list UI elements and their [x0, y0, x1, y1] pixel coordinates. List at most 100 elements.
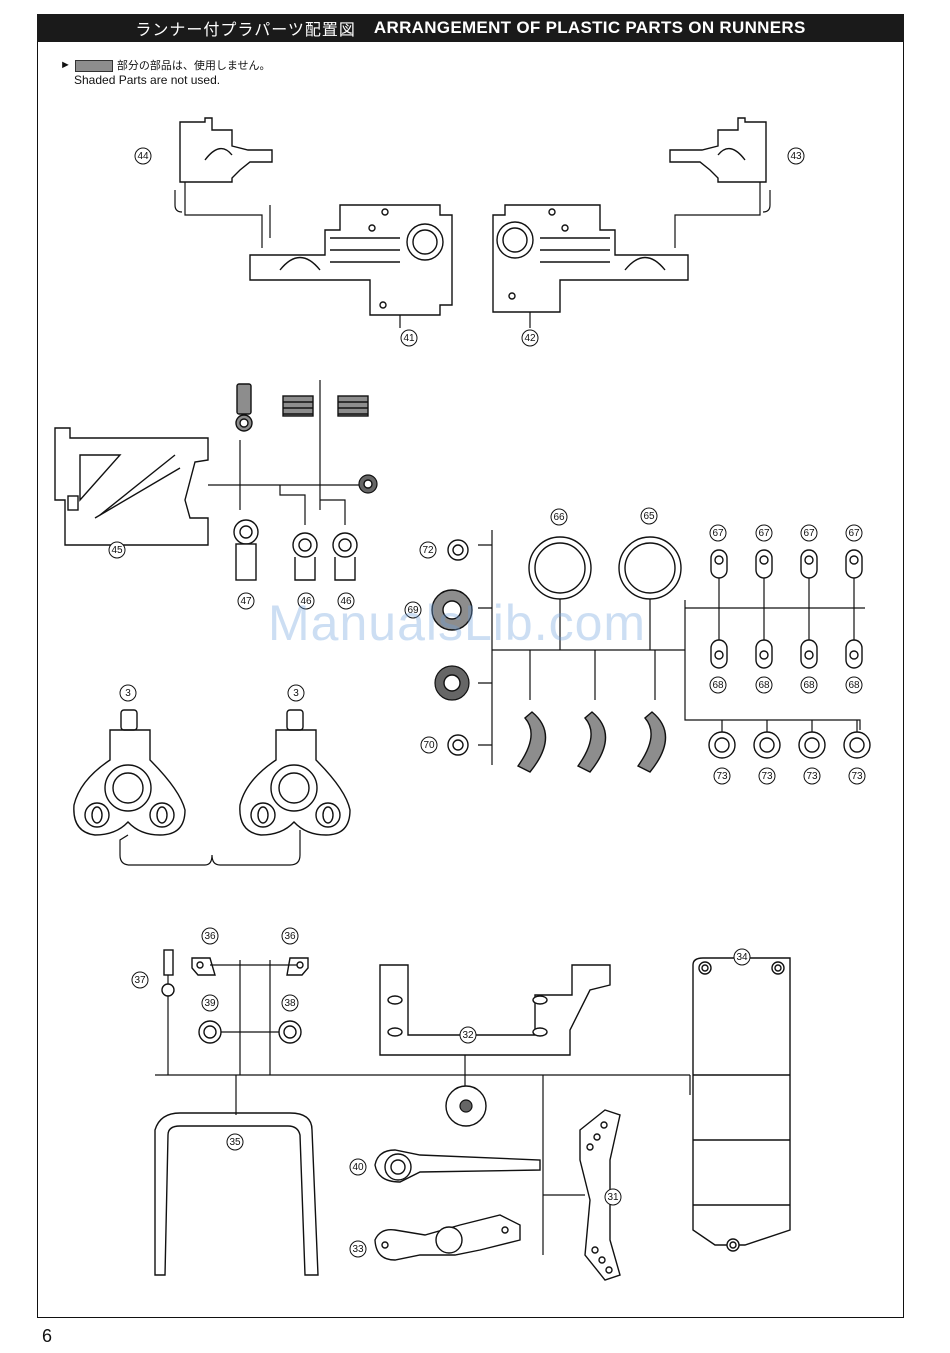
part-number-label: 68	[710, 677, 726, 693]
part-number-text: 38	[284, 998, 296, 1009]
runner-group-41-44	[175, 118, 770, 328]
part-number-label: 41	[401, 330, 417, 346]
part-number-label: 46	[338, 593, 354, 609]
part-number-text: 68	[712, 680, 724, 691]
part-number-text: 73	[851, 771, 863, 782]
part-number-text: 68	[758, 680, 770, 691]
runner-group-45-47	[55, 380, 377, 580]
part-43	[670, 118, 766, 182]
part-34	[693, 958, 790, 1245]
part-number-text: 46	[300, 596, 312, 607]
part-47	[234, 520, 258, 580]
part-number-text: 65	[643, 511, 655, 522]
runner-group-31-40	[155, 950, 790, 1280]
part-number-text: 41	[403, 333, 415, 344]
part-number-text: 73	[716, 771, 728, 782]
part-number-text: 3	[125, 688, 131, 699]
part-number-label: 73	[804, 768, 820, 784]
part-number-text: 43	[790, 151, 802, 162]
part-42	[493, 205, 688, 312]
part-number-label: 3	[120, 685, 136, 701]
part-number-text: 40	[352, 1162, 364, 1173]
part-number-label: 37	[132, 972, 148, 988]
part-number-text: 68	[848, 680, 860, 691]
part-32	[380, 965, 610, 1055]
part-46a	[293, 533, 317, 580]
part-number-text: 67	[758, 528, 770, 539]
part-number-label: 32	[460, 1027, 476, 1043]
part-number-label: 65	[641, 508, 657, 524]
part-number-label: 34	[734, 949, 750, 965]
part-number-text: 68	[803, 680, 815, 691]
part-number-label: 35	[227, 1134, 243, 1150]
part-shaded-spring-2	[338, 396, 368, 416]
part-number-text: 67	[712, 528, 724, 539]
part-3-right	[240, 710, 350, 835]
part-number-label: 67	[801, 525, 817, 541]
part-number-label: 68	[756, 677, 772, 693]
part-number-label: 70	[421, 737, 437, 753]
part-arc-3	[638, 712, 666, 772]
part-number-label: 36	[282, 928, 298, 944]
runner-group-65-73	[432, 530, 870, 772]
part-number-label: 45	[109, 542, 125, 558]
part-number-text: 73	[761, 771, 773, 782]
part-number-label: 67	[756, 525, 772, 541]
part-number-text: 42	[524, 333, 536, 344]
part-number-label: 42	[522, 330, 538, 346]
part-number-label: 67	[846, 525, 862, 541]
part-arc-2	[578, 712, 606, 772]
part-number-text: 67	[848, 528, 860, 539]
part-number-text: 35	[229, 1137, 241, 1148]
part-shaded-spring-1	[283, 396, 313, 416]
part-number-text: 70	[423, 740, 435, 751]
part-number-label: 36	[202, 928, 218, 944]
part-number-label: 67	[710, 525, 726, 541]
part-number-label: 46	[298, 593, 314, 609]
part-number-text: 44	[137, 151, 149, 162]
page-number: 6	[42, 1326, 52, 1347]
part-45	[55, 428, 208, 545]
part-number-text: 46	[340, 596, 352, 607]
part-number-text: 36	[204, 931, 216, 942]
part-number-text: 39	[204, 998, 216, 1009]
part-36a	[192, 958, 215, 975]
part-number-text: 33	[352, 1244, 364, 1255]
part-number-label: 66	[551, 509, 567, 525]
part-number-text: 34	[736, 952, 748, 963]
part-73-row	[709, 720, 870, 758]
part-number-label: 33	[350, 1241, 366, 1257]
part-arc-1	[518, 712, 546, 772]
part-number-label: 68	[846, 677, 862, 693]
part-number-text: 73	[806, 771, 818, 782]
part-46b	[333, 533, 357, 580]
part-number-label: 73	[714, 768, 730, 784]
part-number-label: 44	[135, 148, 151, 164]
part-number-text: 31	[607, 1192, 619, 1203]
part-number-text: 47	[240, 596, 252, 607]
part-number-label: 47	[238, 593, 254, 609]
part-number-text: 36	[284, 931, 296, 942]
part-67-68-row	[711, 550, 862, 668]
part-number-text: 66	[553, 512, 565, 523]
part-number-label: 43	[788, 148, 804, 164]
part-3-left	[74, 710, 185, 835]
part-number-label: 39	[202, 995, 218, 1011]
part-number-text: 67	[803, 528, 815, 539]
part-number-text: 69	[407, 605, 419, 616]
part-number-text: 37	[134, 975, 146, 986]
part-labels: 44 43 41 42 45 47 46 46 72 69 70 66 65 67 67 67 67 68 68 68…	[109, 148, 865, 1257]
part-number-label: 73	[849, 768, 865, 784]
part-number-label: 69	[405, 602, 421, 618]
runner-group-3	[74, 710, 350, 865]
part-number-text: 32	[462, 1030, 474, 1041]
part-number-text: 72	[422, 545, 434, 556]
part-number-label: 73	[759, 768, 775, 784]
part-number-text: 3	[293, 688, 299, 699]
part-shaded-47a	[237, 384, 251, 414]
part-number-label: 3	[288, 685, 304, 701]
part-number-label: 40	[350, 1159, 366, 1175]
part-number-label: 72	[420, 542, 436, 558]
part-number-label: 68	[801, 677, 817, 693]
